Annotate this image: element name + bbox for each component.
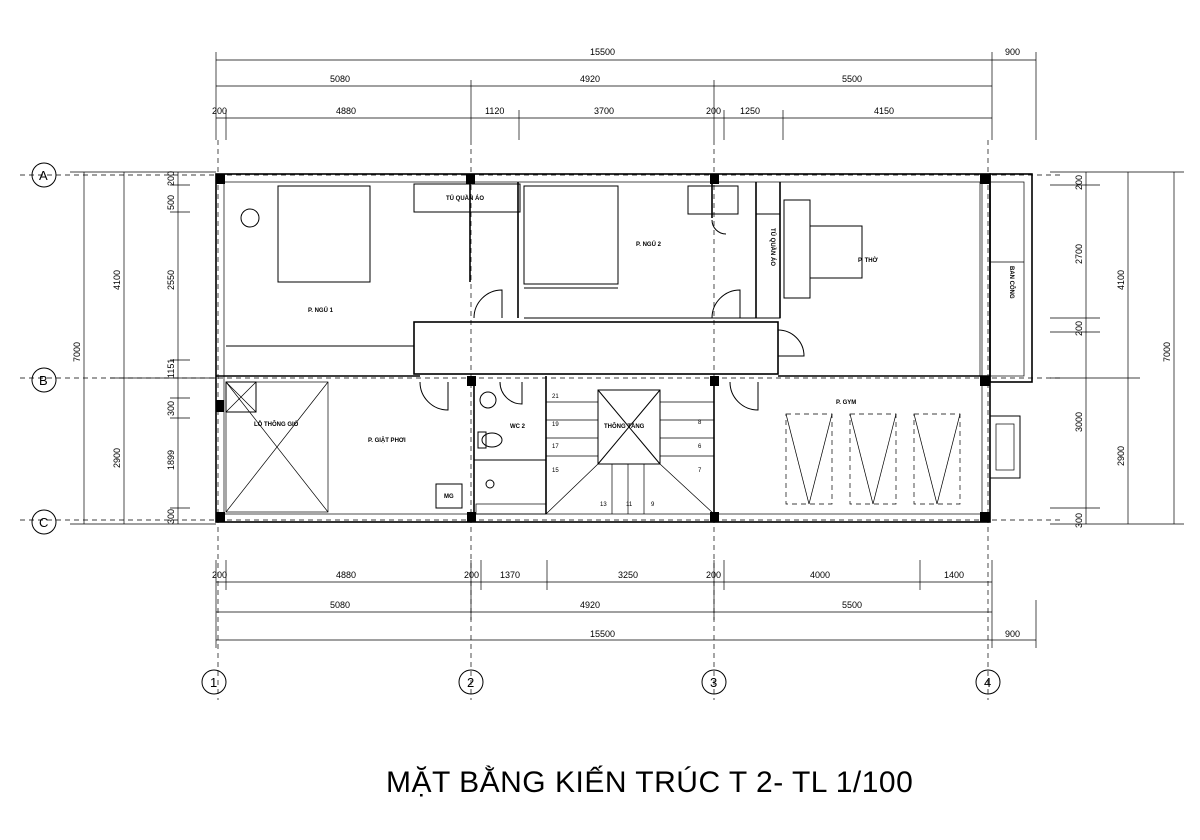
stair-step-13: 13 <box>600 502 607 508</box>
bottom-span-2: 4920 <box>580 600 600 610</box>
axis-label-a: A <box>39 168 48 183</box>
bottom-overhang-dim: 900 <box>1005 629 1020 639</box>
drawing-title: MẶT BẰNG KIẾN TRÚC T 2- TL 1/100 <box>386 765 913 799</box>
axis-bubble-b: B <box>31 367 57 393</box>
top-detail-1: 200 <box>212 106 227 116</box>
stair-step-7: 7 <box>698 468 702 474</box>
furniture <box>225 183 961 515</box>
walls <box>215 173 1033 523</box>
top-detail-7: 4150 <box>874 106 894 116</box>
stair-step-19: 19 <box>552 422 559 428</box>
columns <box>216 174 990 522</box>
bottom-detail-2: 4880 <box>336 570 356 580</box>
axis-bubble-2: 2 <box>458 669 484 695</box>
right-total-dim: 7000 <box>1162 342 1172 362</box>
top-span-3: 5500 <box>842 74 862 84</box>
axis-bubble-c: C <box>31 509 57 535</box>
bottom-detail-6: 200 <box>706 570 721 580</box>
washer-label: MG <box>444 494 454 500</box>
axis-bubble-1: 1 <box>201 669 227 695</box>
stair-step-6: 6 <box>698 444 702 450</box>
stair-step-21: 21 <box>552 394 559 400</box>
bottom-dimensions: 200 4880 200 1370 3250 200 4000 1400 508… <box>212 560 1037 648</box>
left-detail-3: 2550 <box>166 270 176 290</box>
left-detail-6: 1899 <box>166 450 176 470</box>
grid-axes: A B C 1 2 3 4 <box>20 140 1060 700</box>
axis-label-2: 2 <box>467 675 474 690</box>
axis-label-1: 1 <box>210 675 217 690</box>
bottom-detail-7: 4000 <box>810 570 830 580</box>
left-detail-5: 300 <box>166 401 176 416</box>
room-label-worship: P. THỜ <box>858 256 879 264</box>
top-detail-4: 3700 <box>594 106 614 116</box>
top-span-1: 5080 <box>330 74 350 84</box>
left-detail-2: 500 <box>166 195 176 210</box>
right-dimensions: 200 2700 200 3000 300 4100 2900 7000 <box>1050 171 1184 528</box>
top-detail-2: 4880 <box>336 106 356 116</box>
stair-step-15: 15 <box>552 468 559 474</box>
bottom-total-dim: 15500 <box>590 629 615 639</box>
bottom-detail-8: 1400 <box>944 570 964 580</box>
top-span-2: 4920 <box>580 74 600 84</box>
stair-step-9: 9 <box>651 502 655 508</box>
top-detail-3: 1120 <box>485 106 504 116</box>
left-total-dim: 7000 <box>72 342 82 362</box>
axis-bubble-a: A <box>31 162 57 188</box>
right-detail-2: 2700 <box>1074 244 1084 264</box>
top-overhang-dim: 900 <box>1005 47 1020 57</box>
room-label-bed2: P. NGỦ 2 <box>636 241 662 248</box>
bottom-detail-4: 1370 <box>500 570 520 580</box>
right-span-2: 2900 <box>1116 446 1126 466</box>
right-detail-3: 200 <box>1074 321 1084 336</box>
left-span-2: 2900 <box>112 448 122 468</box>
axis-bubble-4: 4 <box>975 669 1001 695</box>
left-detail-4: 1151 <box>166 359 176 378</box>
bottom-detail-3: 200 <box>464 570 479 580</box>
room-label-gym: P. GYM <box>836 400 856 406</box>
axis-label-3: 3 <box>710 675 717 690</box>
room-label-wardrobe1: TỦ QUẦN ÁO <box>446 195 484 202</box>
left-detail-7: 300 <box>166 509 176 524</box>
stair-step-17: 17 <box>552 444 559 450</box>
stair-step-8: 8 <box>698 420 702 426</box>
bottom-detail-1: 200 <box>212 570 227 580</box>
top-dimensions: 15500 900 5080 4920 5500 200 4880 1120 3… <box>212 47 1037 140</box>
bottom-span-1: 5080 <box>330 600 350 610</box>
bottom-detail-5: 3250 <box>618 570 638 580</box>
room-label-balcony: BAN CÔNG <box>1008 266 1016 299</box>
top-detail-6: 1250 <box>740 106 760 116</box>
room-label-stairwell: THÔNG TẦNG <box>604 422 645 430</box>
left-dimensions: 7000 4100 2900 200 500 2550 1151 300 189… <box>70 171 216 525</box>
right-span-1: 4100 <box>1116 270 1126 290</box>
bottom-span-3: 5500 <box>842 600 862 610</box>
axis-label-4: 4 <box>984 675 991 690</box>
axis-bubble-3: 3 <box>701 669 727 695</box>
room-labels: P. NGỦ 1 TỦ QUẦN ÁO P. NGỦ 2 TỦ QUẦN ÁO … <box>254 195 1016 508</box>
left-span-1: 4100 <box>112 270 122 290</box>
stair-step-11: 11 <box>626 502 633 508</box>
right-detail-5: 300 <box>1074 513 1084 528</box>
room-label-bed1: P. NGỦ 1 <box>308 307 334 314</box>
right-detail-4: 3000 <box>1074 412 1084 432</box>
left-detail-1: 200 <box>166 171 176 186</box>
axis-label-b: B <box>39 373 48 388</box>
right-detail-1: 200 <box>1074 175 1084 190</box>
room-label-wc: WC 2 <box>510 424 526 430</box>
room-label-void: LỖ THÔNG GIÓ <box>254 420 299 428</box>
room-label-laundry: P. GIẶT PHƠI <box>368 437 406 444</box>
top-total-dim: 15500 <box>590 47 615 57</box>
room-label-wardrobe2: TỦ QUẦN ÁO <box>769 228 776 266</box>
top-detail-5: 200 <box>706 106 721 116</box>
axis-label-c: C <box>39 515 48 530</box>
